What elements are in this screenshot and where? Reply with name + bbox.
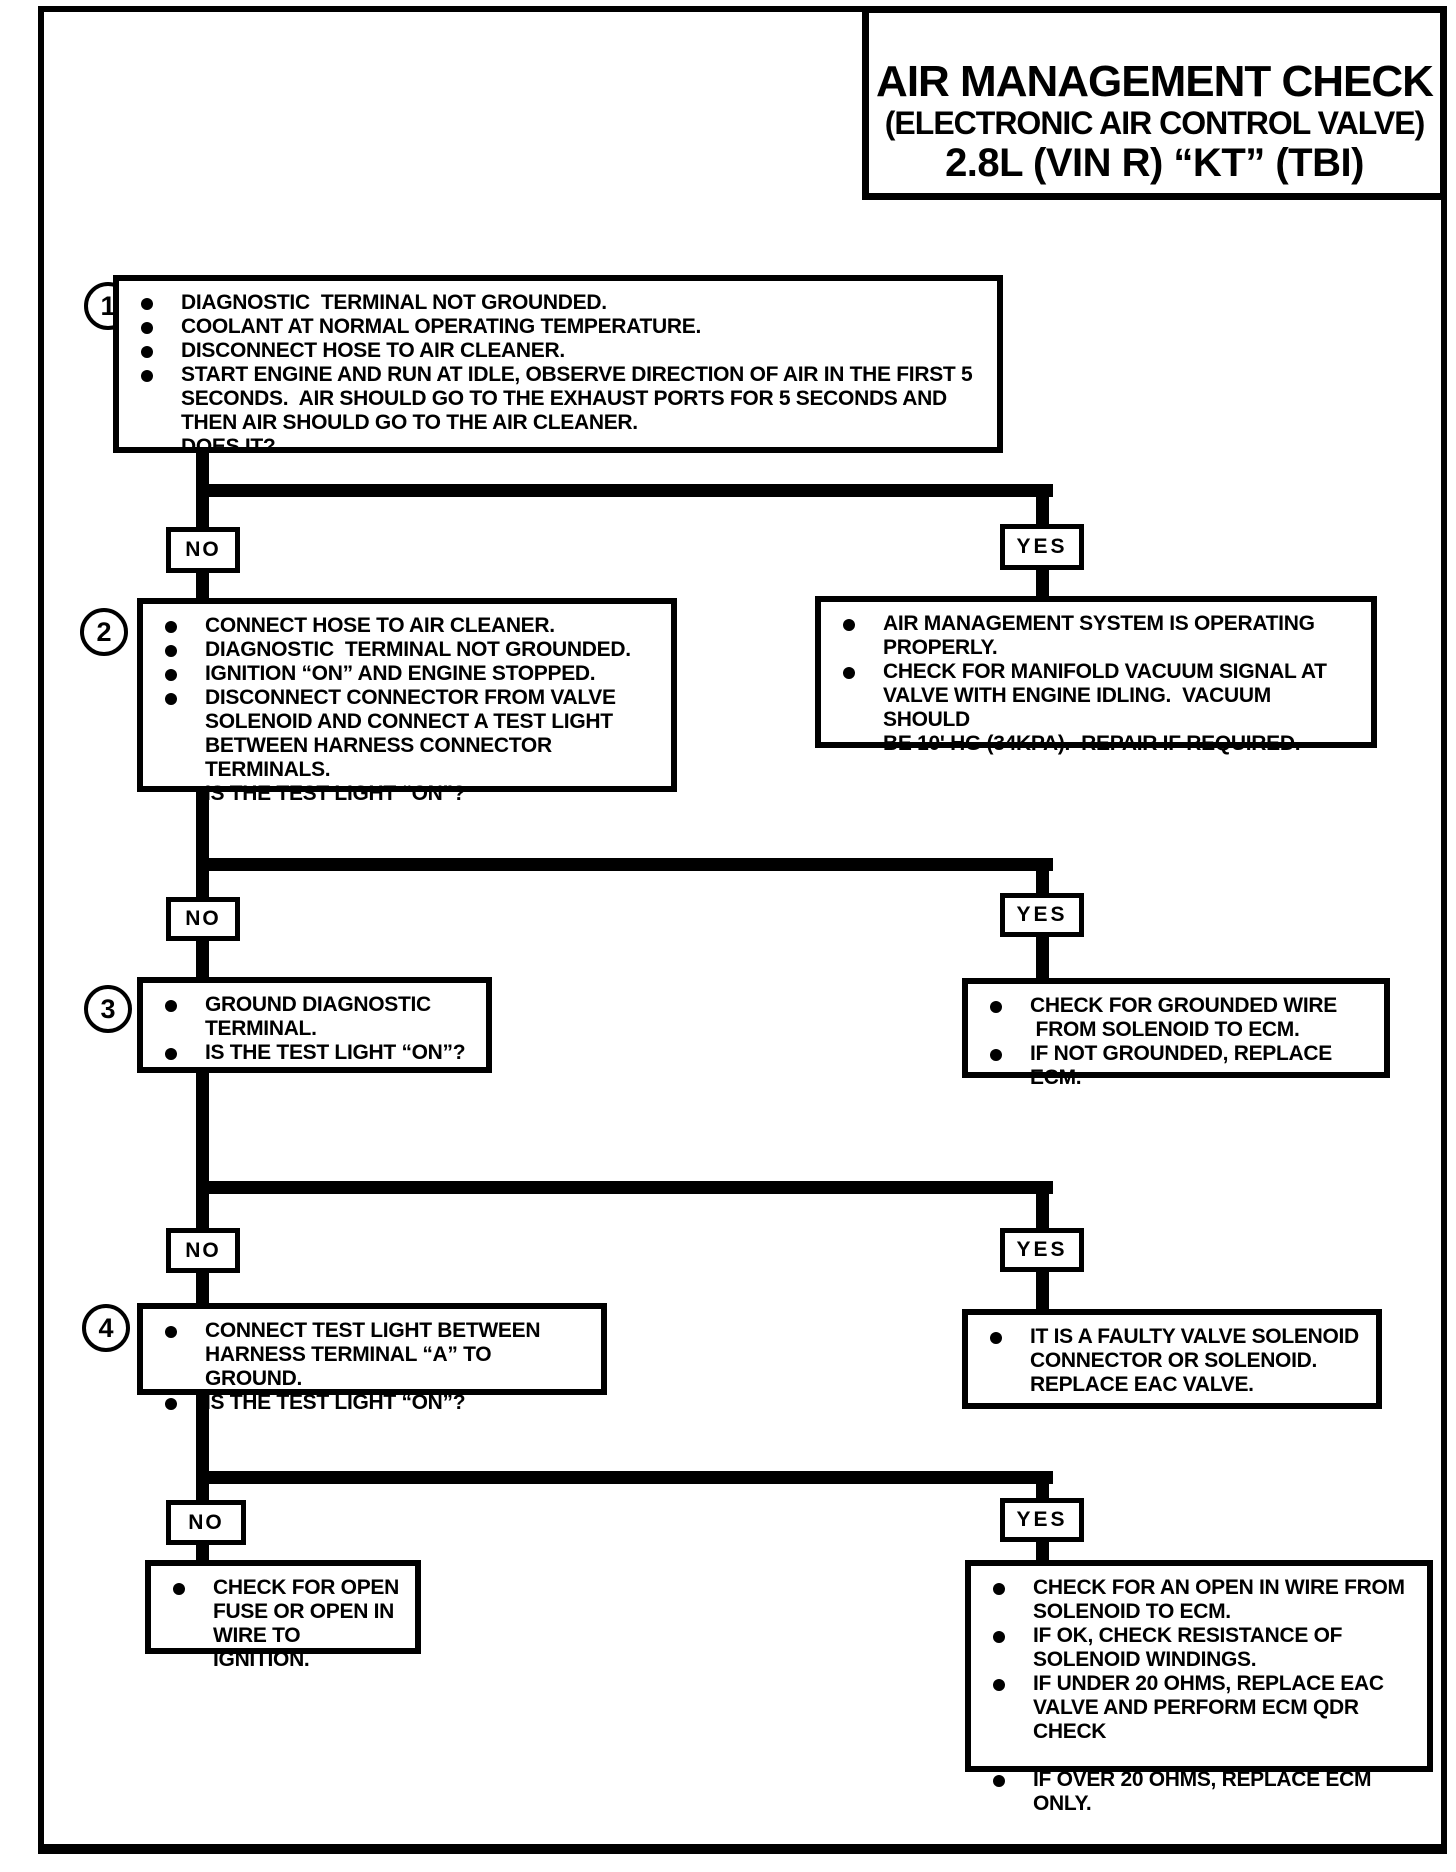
branch-yes-1: YES: [1000, 524, 1084, 570]
connector-trunk-3: [196, 790, 209, 901]
bullet-text: GROUND DIAGNOSTIC TERMINAL.: [205, 993, 431, 1040]
bullet-icon: [165, 1000, 177, 1012]
bullet-icon: [993, 1583, 1005, 1595]
connector-yes-4a: [1036, 1471, 1049, 1504]
page-subtitle: (ELECTRONIC AIR CONTROL VALVE): [884, 105, 1425, 141]
bullet-text: AIR MANAGEMENT SYSTEM IS OPERATING PROPE…: [883, 612, 1315, 659]
connector-branch-2: [196, 858, 1053, 871]
connector-yes-4b: [1036, 1540, 1049, 1564]
branch-yes-3: YES: [1000, 1228, 1084, 1272]
bullet-icon: [165, 621, 177, 633]
connector-branch-4: [196, 1471, 1053, 1484]
bullet-text: CHECK FOR OPEN FUSE OR OPEN IN WIRE TO I…: [213, 1576, 399, 1671]
bullet-text: DIAGNOSTIC TERMINAL NOT GROUNDED.: [205, 638, 631, 661]
connector-trunk-5: [196, 1071, 209, 1232]
result-no-4-box: CHECK FOR OPEN FUSE OR OPEN IN WIRE TO I…: [145, 1560, 421, 1671]
bullet-text: DISCONNECT HOSE TO AIR CLEANER.: [181, 339, 565, 362]
connector-trunk-4: [196, 939, 209, 981]
bullet-text: IF NOT GROUNDED, REPLACE ECM.: [1030, 1042, 1338, 1089]
connector-yes-1b: [1036, 566, 1049, 600]
bullet-text: IS THE TEST LIGHT “ON”?: [205, 1391, 466, 1414]
engine-designation: 2.8L (VIN R) “KT” (TBI): [945, 141, 1364, 185]
bullet-text: IGNITION “ON” AND ENGINE STOPPED.: [205, 662, 596, 685]
step-2-box: CONNECT HOSE TO AIR CLEANER. DIAGNOSTIC …: [137, 598, 677, 805]
bullet-icon: [165, 1048, 177, 1060]
connector-branch-1: [196, 484, 1053, 497]
bullet-icon: [165, 645, 177, 657]
bullet-icon: [165, 1326, 177, 1338]
bullet-icon: [173, 1583, 185, 1595]
bullet-text: CHECK FOR GROUNDED WIRE FROM SOLENOID TO…: [1030, 994, 1337, 1041]
bullet-text: IT IS A FAULTY VALVE SOLENOID CONNECTOR …: [1030, 1325, 1359, 1396]
bullet-icon: [993, 1679, 1005, 1691]
branch-no-1: NO: [166, 527, 240, 573]
step-4-number: 4: [82, 1304, 130, 1352]
branch-yes-4: YES: [1000, 1498, 1084, 1542]
step-1-box: DIAGNOSTIC TERMINAL NOT GROUNDED. COOLAN…: [113, 275, 1003, 458]
step-4-box: CONNECT TEST LIGHT BETWEEN HARNESS TERMI…: [137, 1303, 607, 1414]
bullet-icon: [141, 298, 153, 310]
bullet-icon: [993, 1775, 1005, 1787]
connector-yes-2a: [1036, 858, 1049, 897]
branch-no-4: NO: [166, 1500, 246, 1545]
branch-no-2: NO: [166, 897, 240, 941]
page-border: [38, 6, 1447, 1854]
connector-trunk-8: [196, 1543, 209, 1564]
bullet-icon: [990, 1001, 1002, 1013]
branch-yes-2: YES: [1000, 893, 1084, 937]
bullet-icon: [165, 669, 177, 681]
step-3-box: GROUND DIAGNOSTIC TERMINAL. IS THE TEST …: [137, 977, 492, 1073]
bullet-icon: [141, 346, 153, 358]
result-yes-3-box: IT IS A FAULTY VALVE SOLENOID CONNECTOR …: [962, 1309, 1382, 1409]
connector-yes-3a: [1036, 1181, 1049, 1234]
connector-yes-2b: [1036, 935, 1049, 982]
bullet-text: CHECK FOR AN OPEN IN WIRE FROM SOLENOID …: [1033, 1576, 1405, 1623]
connector-yes-1a: [1036, 484, 1049, 528]
branch-no-3: NO: [166, 1228, 240, 1273]
bullet-icon: [165, 693, 177, 705]
result-yes-1-box: AIR MANAGEMENT SYSTEM IS OPERATING PROPE…: [815, 596, 1377, 755]
bullet-text: CHECK FOR MANIFOLD VACUUM SIGNAL AT VALV…: [883, 660, 1327, 755]
bullet-text: IF OVER 20 OHMS, REPLACE ECM ONLY.: [1033, 1768, 1377, 1815]
bullet-icon: [141, 370, 153, 382]
bullet-text: DISCONNECT CONNECTOR FROM VALVE SOLENOID…: [205, 686, 616, 805]
bullet-text: START ENGINE AND RUN AT IDLE, OBSERVE DI…: [181, 363, 973, 458]
page-title: AIR MANAGEMENT CHECK: [876, 57, 1434, 106]
connector-yes-3b: [1036, 1270, 1049, 1311]
bullet-icon: [843, 667, 855, 679]
bullet-text: COOLANT AT NORMAL OPERATING TEMPERATURE.: [181, 315, 701, 338]
result-yes-2-box: CHECK FOR GROUNDED WIRE FROM SOLENOID TO…: [962, 978, 1390, 1089]
bullet-icon: [993, 1631, 1005, 1643]
connector-branch-3: [196, 1181, 1053, 1194]
result-yes-4-box: CHECK FOR AN OPEN IN WIRE FROM SOLENOID …: [965, 1560, 1433, 1815]
connector-trunk-2: [196, 571, 209, 602]
bullet-text: IF UNDER 20 OHMS, REPLACE EAC VALVE AND …: [1033, 1672, 1384, 1743]
bullet-icon: [843, 619, 855, 631]
step-3-number: 3: [84, 985, 132, 1033]
bullet-text: DIAGNOSTIC TERMINAL NOT GROUNDED.: [181, 291, 607, 314]
bullet-icon: [165, 1398, 177, 1410]
title-box: AIR MANAGEMENT CHECK (ELECTRONIC AIR CON…: [862, 6, 1447, 200]
connector-trunk-6: [196, 1271, 209, 1307]
bullet-icon: [990, 1332, 1002, 1344]
bullet-text: CONNECT TEST LIGHT BETWEEN HARNESS TERMI…: [205, 1319, 541, 1390]
bullet-text: IS THE TEST LIGHT “ON”?: [205, 1041, 466, 1064]
bullet-icon: [141, 322, 153, 334]
bullet-icon: [990, 1049, 1002, 1061]
bullet-text: IF OK, CHECK RESISTANCE OF SOLENOID WIND…: [1033, 1624, 1343, 1671]
bullet-text: CONNECT HOSE TO AIR CLEANER.: [205, 614, 555, 637]
step-2-number: 2: [80, 608, 128, 656]
